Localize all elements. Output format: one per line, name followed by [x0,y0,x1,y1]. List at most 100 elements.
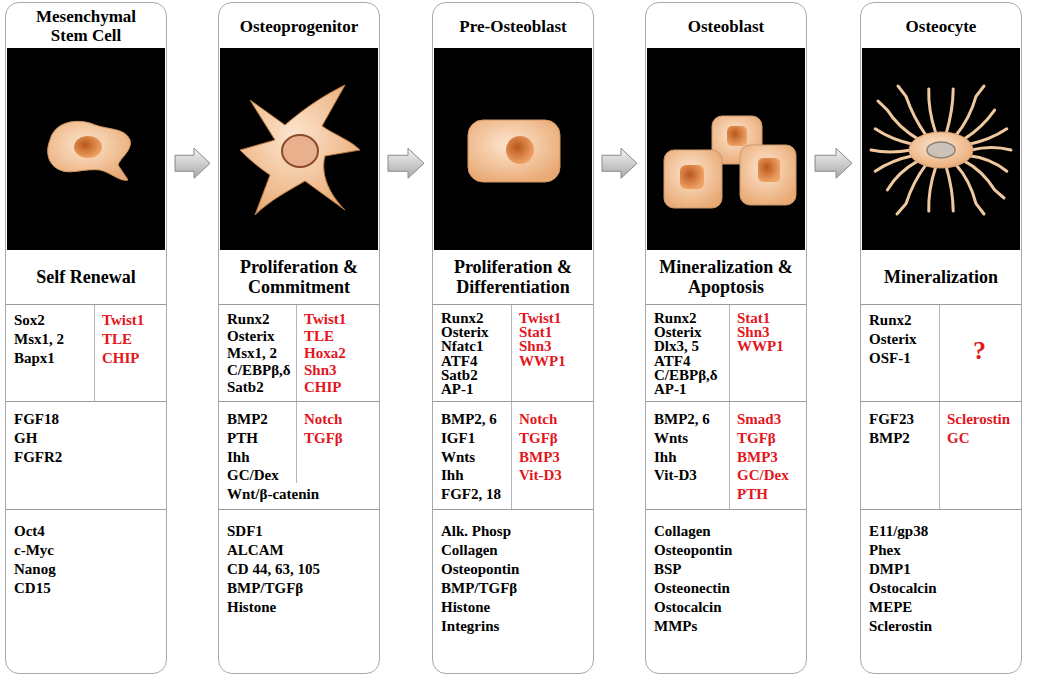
factor-name: SDF1 [227,522,263,541]
factor-list: Runx2OsterixMsx1, 2C/EBPβ,δSatb2 [227,311,291,396]
factor-name: Ihh [441,466,464,485]
factor-cell: Runx2OsterixDlx3, 5ATF4C/EBPβ,δAP-1 Stat1… [646,304,806,402]
factor-name: Osteopontin [654,541,732,560]
inhibitor-list: Twist1TLECHIP [102,311,144,368]
factor-cell: BMP2, 6IGF1WntsIhhFGF2, 18NotchTGFβBMP3V… [433,401,593,510]
factor-name: Nfatc1 [441,339,483,353]
stage-process: Proliferation & Commitment [219,251,379,303]
stage-process: Self Renewal [6,251,166,303]
factor-cell: E11/gp38PhexDMP1OstocalcinMEPESclerostin [861,509,1021,673]
dendrites [871,86,1011,214]
osteoblast-figure [664,116,796,208]
factor-name: Ihh [654,448,677,467]
factor-name: GC/Dex [227,466,279,485]
inhibitor-name: Stat1 [737,311,770,325]
cell-divider [939,402,940,510]
inhibitor-name: Smad3 [737,410,781,429]
factor-cell: Sox2Msx1, 2Bapx1 Twist1TLECHIP [6,304,166,402]
factor-name: Sox2 [14,311,45,330]
factor-name: BSP [654,560,682,579]
cell-nucleus [927,142,955,158]
cell-nucleus [282,135,318,167]
inhibitor-name: Stat1 [519,325,552,339]
factor-name: Alk. Phosp [441,522,511,541]
cell-divider [939,305,940,402]
factor-name: BMP2 [869,429,910,448]
stage-arrow [388,148,424,178]
inhibitor-name: Notch [304,410,342,429]
inhibitor-name: Twist1 [102,311,144,330]
factor-list: Oct4c-MycNanogCD15 [14,522,56,598]
factor-name: BMP/TGFβ [227,579,303,598]
stage-title: Osteoblast [646,3,806,49]
factor-name: Sclerostin [869,617,932,636]
factor-name: IGF1 [441,429,475,448]
cell-stage-panel: OsteoprogenitorProliferation & Commitmen… [218,2,380,674]
image-panel [220,48,378,250]
stage-title: Mesenchymal Stem Cell [6,3,166,49]
factor-name: Runx2 [654,311,697,325]
factor-name: Msx1, 2 [227,345,277,362]
stage-title: Pre-Osteoblast [433,3,593,49]
stage-title: Osteoprogenitor [219,3,379,49]
factor-name: ATF4 [654,354,690,368]
factor-name: Histone [227,598,276,617]
cell-nucleus [758,158,780,182]
factor-name: Integrins [441,617,499,636]
factor-name: Osterix [441,325,488,339]
inhibitor-name: TGFβ [737,429,776,448]
cell-stage-panel: Mesenchymal Stem CellSelf RenewalSox2Msx… [5,2,167,674]
factor-list: CollagenOsteopontinBSPOsteonectinOstocal… [654,522,732,636]
cell-divider [511,305,512,402]
factor-name: OSF-1 [869,349,911,368]
inhibitor-list: Twist1TLEHoxa2Shn3CHIP [304,311,346,396]
factor-list: BMP2, 6WntsIhhVit-D3 [654,410,710,485]
inhibitor-name: Twist1 [304,311,346,328]
factor-name: Osterix [227,328,274,345]
inhibitor-name: ? [973,336,986,366]
factor-name: AP-1 [441,382,474,396]
stage-process: Mineralization & Apoptosis [646,251,806,303]
factor-name: Wnt/β-catenin [227,485,319,504]
factor-list: Sox2Msx1, 2Bapx1 [14,311,64,368]
inhibitor-name: TGFβ [304,429,343,448]
factor-list: SDF1ALCAMCD 44, 63, 105BMP/TGFβHistone [227,522,320,617]
factor-name: Collagen [441,541,498,560]
stem-cell-figure [48,121,131,180]
inhibitor-name: Twist1 [519,311,561,325]
factor-name: BMP2, 6 [441,410,497,429]
factor-name: Runx2 [227,311,270,328]
stage-process: Proliferation & Differentiation [433,251,593,303]
image-panels [7,48,1020,250]
cell-body [48,121,131,180]
stage-arrow [602,148,637,178]
factor-name: MEPE [869,598,912,617]
cell-stage-panel: OsteoblastMineralization & ApoptosisRunx… [645,2,807,674]
inhibitor-list: SclerostinGC [947,410,1010,448]
factor-name: FGFR2 [14,448,62,467]
inhibitor-name: PTH [737,485,768,504]
factor-name: Histone [441,598,490,617]
cell-nucleus [506,136,534,164]
image-panel [434,48,592,250]
inhibitor-name: BMP3 [519,448,560,467]
cell-nucleus [74,136,102,158]
factor-name: Wnts [654,429,688,448]
inhibitor-name: Vit-D3 [519,466,562,485]
inhibitor-name: CHIP [304,379,342,396]
factor-list: Runx2OsterixDlx3, 5ATF4C/EBPβ,δAP-1 [654,311,718,396]
factor-name: BMP/TGFβ [441,579,517,598]
factor-name: Collagen [654,522,711,541]
factor-name: Phex [869,541,901,560]
factor-name: Osterix [654,325,701,339]
cell-nucleus [680,165,704,189]
osteocyte-figure [871,86,1011,214]
factor-cell: Alk. PhospCollagenOsteopontinBMP/TGFβHis… [433,509,593,673]
factor-cell: Runx2OsterixNfatc1ATF4Satb2AP-1Twist1Sta… [433,304,593,402]
factor-name: Runx2 [869,311,912,330]
cell-body [664,150,722,208]
factor-name: FGF23 [869,410,914,429]
cell-divider [729,305,730,402]
stage-process: Mineralization [861,251,1021,303]
factor-name: CD15 [14,579,51,598]
